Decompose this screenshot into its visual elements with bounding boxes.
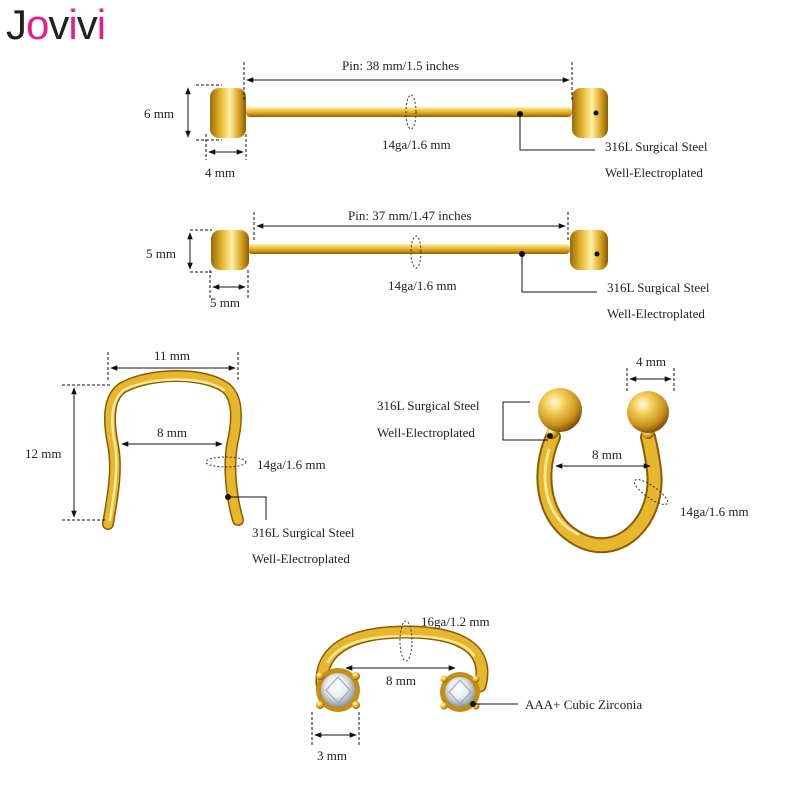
- retainer-shadow: [102, 370, 244, 530]
- cz-gem-right: [445, 677, 475, 707]
- cz-gauge-marker: [399, 620, 413, 662]
- brand-logo-letter: i: [96, 1, 106, 48]
- horseshoe-ball-left: [538, 388, 582, 432]
- brand-logo-letter: v: [76, 1, 98, 48]
- horseshoe-highlight: [543, 448, 580, 536]
- cz-inner-label: 8 mm: [386, 673, 416, 688]
- cz-prong-left-1: [316, 672, 324, 680]
- cz-prong-right-2: [472, 675, 480, 683]
- brand-logo-letter: o: [26, 1, 49, 48]
- cz-gem-left: [321, 673, 355, 707]
- barbell-1-width-label: 4 mm: [205, 165, 235, 180]
- brand-logo-text: Jovivi: [6, 1, 106, 48]
- barbell-2-material-label: 316L Surgical Steel: [607, 280, 710, 295]
- retainer-height-label: 12 mm: [25, 446, 62, 461]
- horseshoe-ring: [502, 368, 675, 554]
- brand-logo-letter: J: [6, 1, 27, 48]
- barbell-1-gauge-label: 14ga/1.6 mm: [382, 137, 451, 152]
- barbell-2-right-end: [570, 230, 608, 270]
- retainer-gauge-marker: [205, 456, 247, 468]
- retainer-inner-label: 8 mm: [157, 425, 187, 440]
- cz-prong-left-4: [352, 701, 360, 709]
- horseshoe-ball-label: 4 mm: [636, 354, 666, 369]
- horseshoe-finish-label: Well-Electroplated: [377, 425, 475, 440]
- retainer-leader: [228, 496, 267, 520]
- cz-ring-highlight: [326, 634, 476, 664]
- barbell-2-end-dot: [594, 251, 600, 257]
- brand-logo: Jovivi: [6, 1, 106, 48]
- barbell-1-end-dot: [593, 110, 599, 116]
- cz-prong-right-3: [440, 702, 448, 710]
- cz-stone-size-label: 3 mm: [317, 748, 347, 763]
- barbell-2-finish-label: Well-Electroplated: [607, 306, 705, 321]
- horseshoe-ball-right: [627, 391, 669, 433]
- barbell-1-finish-label: Well-Electroplated: [605, 165, 703, 180]
- retainer-body: [103, 371, 243, 529]
- barbell-2-pin-label: Pin: 37 mm/1.47 inches: [348, 208, 472, 223]
- industrial-barbell-2: [187, 212, 608, 300]
- barbell-1-left-end: [210, 88, 246, 138]
- retainer-width-label: 11 mm: [154, 348, 190, 363]
- barbell-1-right-end: [572, 88, 608, 138]
- septum-retainer: [62, 352, 267, 530]
- barbell-1-height-label: 6 mm: [144, 106, 174, 121]
- cz-stone-left: [316, 668, 360, 712]
- horseshoe-leader-dot: [547, 433, 553, 439]
- brand-logo-letter: v: [48, 1, 69, 48]
- cz-horseshoe: [311, 620, 518, 745]
- horseshoe-leader: [502, 401, 548, 441]
- retainer-highlight: [108, 378, 226, 522]
- barbell-2-left-end: [211, 230, 249, 270]
- barbell-1-material-label: 316L Surgical Steel: [605, 139, 708, 154]
- retainer-material-label: 316L Surgical Steel: [252, 525, 355, 540]
- horseshoe-inner-label: 8 mm: [592, 447, 622, 462]
- barbell-2-leader: [521, 254, 597, 293]
- brand-logo-letter: i: [68, 1, 77, 48]
- cz-prong-right-1: [440, 675, 448, 683]
- retainer-finish-label: Well-Electroplated: [252, 551, 350, 566]
- horseshoe-material-label: 316L Surgical Steel: [377, 398, 480, 413]
- barbell-2-width-label: 5 mm: [210, 295, 240, 310]
- cz-facet-right: [448, 679, 472, 705]
- horseshoe-gauge-label: 14ga/1.6 mm: [680, 504, 749, 519]
- horseshoe-gauge-marker: [633, 479, 669, 505]
- barbell-1-pin-label: Pin: 38 mm/1.5 inches: [342, 58, 459, 73]
- barbell-1-pin: [246, 107, 572, 117]
- cz-prong-left-2: [352, 672, 360, 680]
- barbell-1-gauge-marker: [405, 94, 417, 130]
- cz-prong-left-3: [316, 701, 324, 709]
- retainer-gauge-label: 14ga/1.6 mm: [257, 457, 326, 472]
- cz-gauge-label: 16ga/1.2 mm: [421, 614, 490, 629]
- barbell-1-leader: [519, 114, 595, 151]
- cz-ring-body: [316, 626, 487, 691]
- cz-stone-label: AAA+ Cubic Zirconia: [525, 697, 643, 712]
- industrial-barbell-1: [185, 62, 608, 160]
- barbell-2-pin: [248, 244, 570, 254]
- barbell-2-gauge-label: 14ga/1.6 mm: [388, 278, 457, 293]
- cz-stone-right: [440, 672, 480, 712]
- barbell-2-gauge-marker: [410, 235, 422, 269]
- barbell-2-height-label: 5 mm: [146, 246, 176, 261]
- cz-facet-left: [325, 676, 351, 704]
